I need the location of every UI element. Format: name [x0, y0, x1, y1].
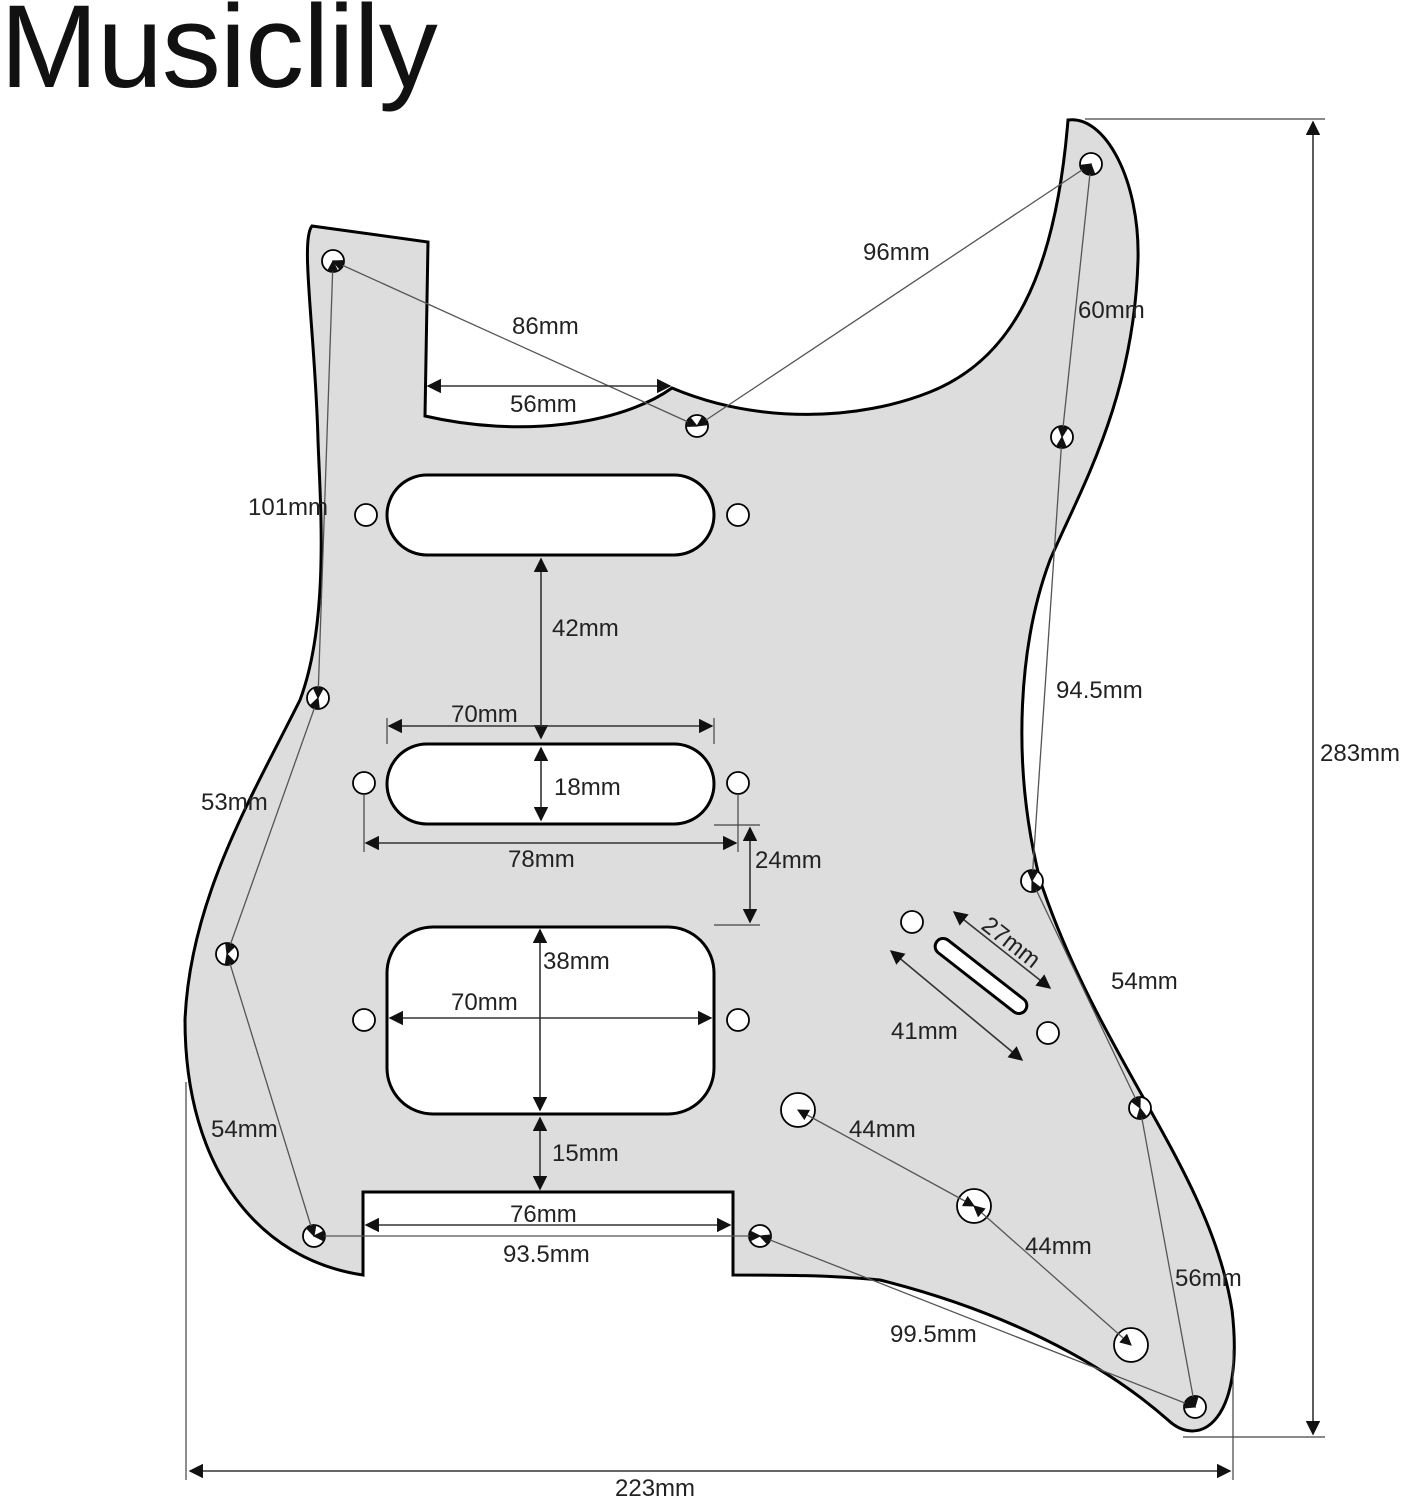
label-94-5mm: 94.5mm — [1056, 677, 1143, 704]
label-41mm: 41mm — [891, 1018, 958, 1045]
label-60mm: 60mm — [1078, 297, 1145, 324]
screw-hole — [726, 1008, 750, 1032]
label-44mm-2: 44mm — [1025, 1233, 1092, 1260]
label-53mm: 53mm — [201, 789, 268, 816]
label-93-5mm: 93.5mm — [503, 1241, 590, 1268]
label-96mm: 96mm — [863, 239, 930, 266]
brand-logo-text: Musiclily — [0, 0, 438, 113]
screw-hole — [352, 771, 376, 795]
label-76mm: 76mm — [510, 1201, 577, 1228]
middle-single-coil-cutout — [385, 742, 716, 826]
screw-hole — [352, 1008, 376, 1032]
label-56mm: 56mm — [510, 391, 577, 418]
label-15mm: 15mm — [552, 1140, 619, 1167]
label-38mm: 38mm — [543, 948, 610, 975]
label-101mm: 101mm — [248, 494, 328, 521]
label-223mm: 223mm — [615, 1475, 695, 1500]
switch-screw-hole — [900, 910, 924, 934]
screw-hole — [726, 771, 750, 795]
label-54mm-left: 54mm — [211, 1116, 278, 1143]
screw-hole — [726, 503, 750, 527]
label-24mm: 24mm — [755, 847, 822, 874]
neck-single-coil-cutout — [385, 473, 716, 557]
label-78mm: 78mm — [508, 846, 575, 873]
switch-screw-hole — [1036, 1021, 1060, 1045]
label-70mm-humbucker: 70mm — [451, 989, 518, 1016]
label-70mm-single: 70mm — [451, 701, 518, 728]
label-86mm: 86mm — [512, 313, 579, 340]
label-44mm-1: 44mm — [849, 1116, 916, 1143]
label-18mm: 18mm — [554, 774, 621, 801]
label-99-5mm: 99.5mm — [890, 1321, 977, 1348]
label-42mm: 42mm — [552, 615, 619, 642]
label-54mm-right: 54mm — [1111, 968, 1178, 995]
screw-hole — [354, 503, 378, 527]
label-56mm-right: 56mm — [1175, 1265, 1242, 1292]
label-283mm: 283mm — [1320, 740, 1400, 767]
